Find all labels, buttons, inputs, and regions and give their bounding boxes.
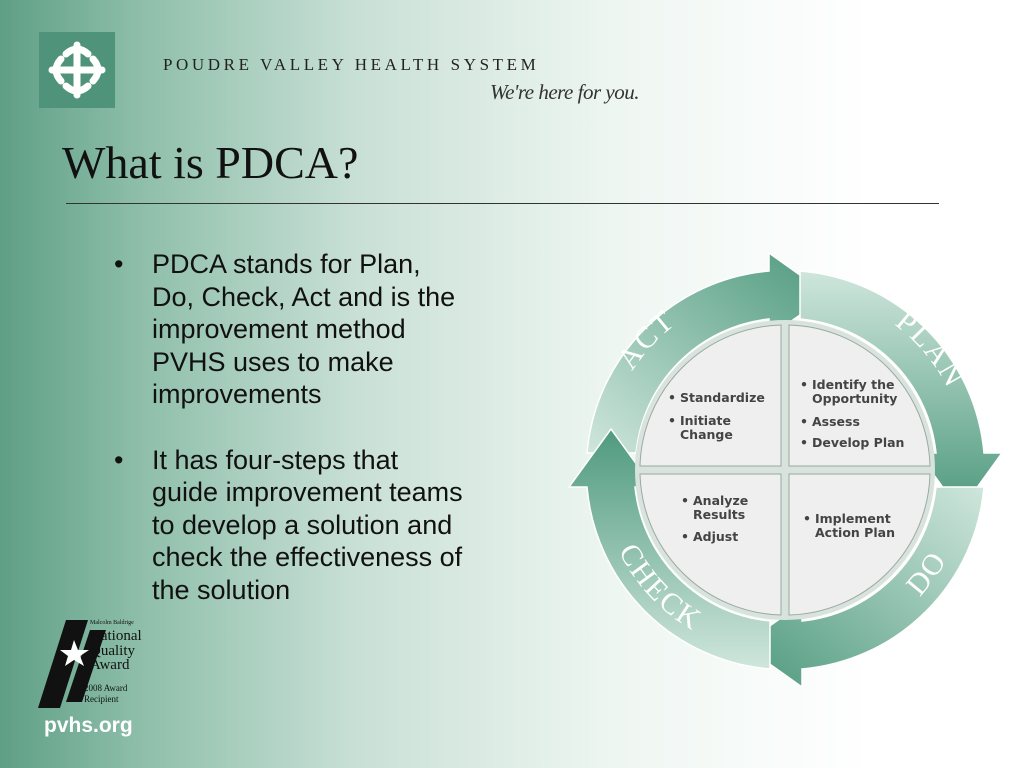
bullet-line: improvements <box>152 379 322 409</box>
bullet-line: check the effectiveness of <box>152 542 463 572</box>
bullet-line: guide improvement teams <box>152 477 463 507</box>
check-quadrant <box>639 473 782 616</box>
award-text-line: Quality <box>90 643 135 659</box>
plan-bullet-icon: • <box>800 435 808 450</box>
award-text-line: Malcolm Baldrige <box>90 620 134 626</box>
pdca-cycle-diagram: ACT PLAN DO CHECK • Standardize • Initia… <box>567 251 1004 689</box>
bullet-list: • PDCA stands for Plan, Do, Check, Act a… <box>100 248 560 639</box>
plan-item: Identify the <box>812 377 895 392</box>
bullet-item: • It has four-steps that guide improveme… <box>100 444 560 607</box>
act-item: Standardize <box>680 390 765 405</box>
organization-name: POUDRE VALLEY HEALTH SYSTEM <box>163 55 540 74</box>
plan-item: Opportunity <box>812 391 897 406</box>
pvhs-cross-icon <box>48 41 106 99</box>
act-quadrant <box>639 324 782 467</box>
award-text-line: 2008 Award <box>84 683 128 693</box>
do-bullet-icon: • <box>803 511 811 526</box>
act-arrow <box>586 251 830 454</box>
do-item: Implement <box>815 511 891 526</box>
award-stripe-icon <box>66 630 106 702</box>
bullet-dot-icon: • <box>114 444 124 475</box>
plan-item: Develop Plan <box>812 435 904 450</box>
award-text-line: Recipient <box>84 694 119 704</box>
bullet-line: Do, Check, Act and is the <box>152 281 456 312</box>
footer-url: pvhs.org <box>44 714 133 737</box>
slide-title: What is PDCA? <box>62 137 359 188</box>
bullet-line: PDCA stands for Plan, <box>152 249 421 279</box>
bullet-line: It has four-steps that <box>152 444 399 475</box>
check-item: Analyze <box>693 493 748 508</box>
award-text-line: Award <box>90 657 130 673</box>
do-arrow <box>741 486 985 689</box>
bullet-dot-icon: • <box>114 249 124 279</box>
tagline: We're here for you. <box>490 80 639 104</box>
do-quadrant <box>788 473 931 616</box>
do-item: Action Plan <box>815 525 895 540</box>
check-bullet-icon: • <box>681 529 689 544</box>
star-icon <box>60 640 89 666</box>
act-bullet-icon: • <box>668 413 676 428</box>
check-arrow <box>567 427 771 670</box>
plan-item: Assess <box>812 414 860 429</box>
bullet-line: improvement method <box>152 314 406 344</box>
award-stripe-icon <box>38 620 88 708</box>
bullet-line: PVHS uses to make <box>152 346 394 377</box>
baldrige-award-logo <box>38 620 106 708</box>
bullet-line: the solution <box>152 574 291 605</box>
plan-bullet-icon: • <box>800 414 808 429</box>
act-bullet-icon: • <box>668 390 676 405</box>
pvhs-logo <box>39 32 115 108</box>
bullet-line: to develop a solution and <box>152 509 453 540</box>
title-divider <box>66 203 939 204</box>
bullet-item: • PDCA stands for Plan, Do, Check, Act a… <box>100 248 560 411</box>
check-item: Results <box>693 507 745 522</box>
plan-bullet-icon: • <box>800 377 808 392</box>
act-item: Change <box>680 427 733 442</box>
plan-quadrant <box>788 324 931 467</box>
check-item: Adjust <box>693 529 738 544</box>
plan-arrow <box>799 270 1004 513</box>
award-text-line: National <box>90 628 142 644</box>
check-bullet-icon: • <box>681 493 689 508</box>
act-item: Initiate <box>680 413 731 428</box>
